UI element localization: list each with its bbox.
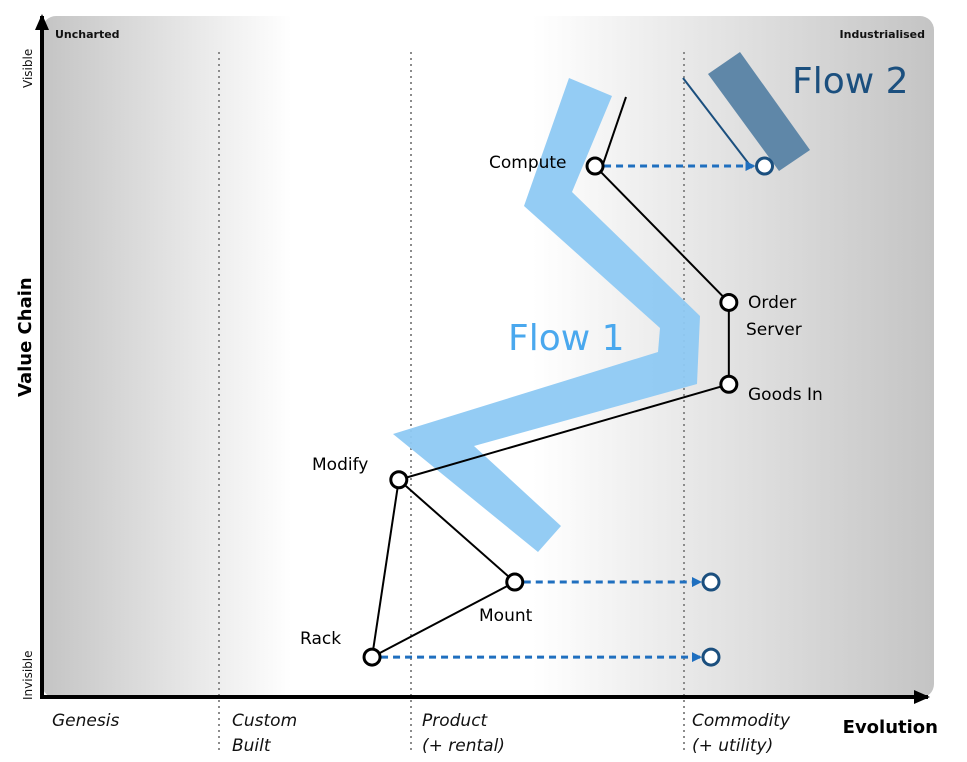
node-rack-evolved[interactable]	[701, 647, 721, 667]
label-modify: Modify	[312, 455, 368, 475]
component-links	[371, 165, 730, 658]
map-background	[42, 16, 934, 698]
stage-custom-line1: Custom	[232, 711, 297, 731]
stage-dividers	[218, 52, 685, 752]
stage-labels: Genesis Custom Built Product (+ rental) …	[52, 711, 791, 756]
flow-2-label: Flow 2	[792, 61, 909, 102]
label-rack: Rack	[300, 629, 341, 649]
link-modify-rack	[371, 479, 400, 658]
component-nodes	[362, 156, 775, 667]
invisible-label: Invisible	[21, 651, 35, 701]
link-compute-order-server	[594, 165, 730, 304]
label-order-server-line2: Server	[746, 320, 802, 340]
node-goods-in[interactable]	[719, 374, 739, 394]
link-modify-mount	[398, 479, 516, 583]
uncharted-label: Uncharted	[55, 28, 120, 41]
flow-2-line	[682, 77, 753, 169]
component-labels: Compute Order Server Goods In Modify Mou…	[300, 153, 823, 649]
label-compute: Compute	[489, 153, 567, 173]
stage-genesis: Genesis	[52, 711, 119, 731]
visible-label: Visible	[21, 49, 35, 88]
link-rack-mount	[371, 581, 516, 658]
compute-parent-link	[600, 96, 627, 171]
node-order-server[interactable]	[719, 292, 739, 312]
industrialised-label: Industrialised	[840, 28, 925, 41]
stage-commodity-line1: Commodity	[692, 711, 791, 731]
node-mount[interactable]	[505, 572, 525, 592]
flow-2-shape	[708, 52, 810, 171]
stage-custom-line2: Built	[232, 736, 272, 756]
label-order-server-line1: Order	[748, 293, 796, 313]
x-axis-label: Evolution	[843, 717, 938, 738]
node-mount-evolved[interactable]	[701, 572, 721, 592]
evolution-arrows	[381, 161, 756, 663]
stage-product-line2: (+ rental)	[422, 736, 505, 756]
node-compute-evolved[interactable]	[755, 156, 775, 176]
stage-commodity-line2: (+ utility)	[692, 736, 773, 756]
stage-product-line1: Product	[422, 711, 489, 731]
node-rack[interactable]	[362, 647, 382, 667]
node-compute[interactable]	[585, 156, 605, 176]
node-modify[interactable]	[389, 470, 409, 490]
y-axis-label: Value Chain	[15, 277, 36, 397]
flow-1-label: Flow 1	[508, 318, 625, 359]
flow-1-shape	[393, 78, 700, 552]
label-mount: Mount	[479, 606, 533, 626]
label-goods-in: Goods In	[748, 385, 823, 405]
link-goods-in-modify	[398, 383, 730, 481]
